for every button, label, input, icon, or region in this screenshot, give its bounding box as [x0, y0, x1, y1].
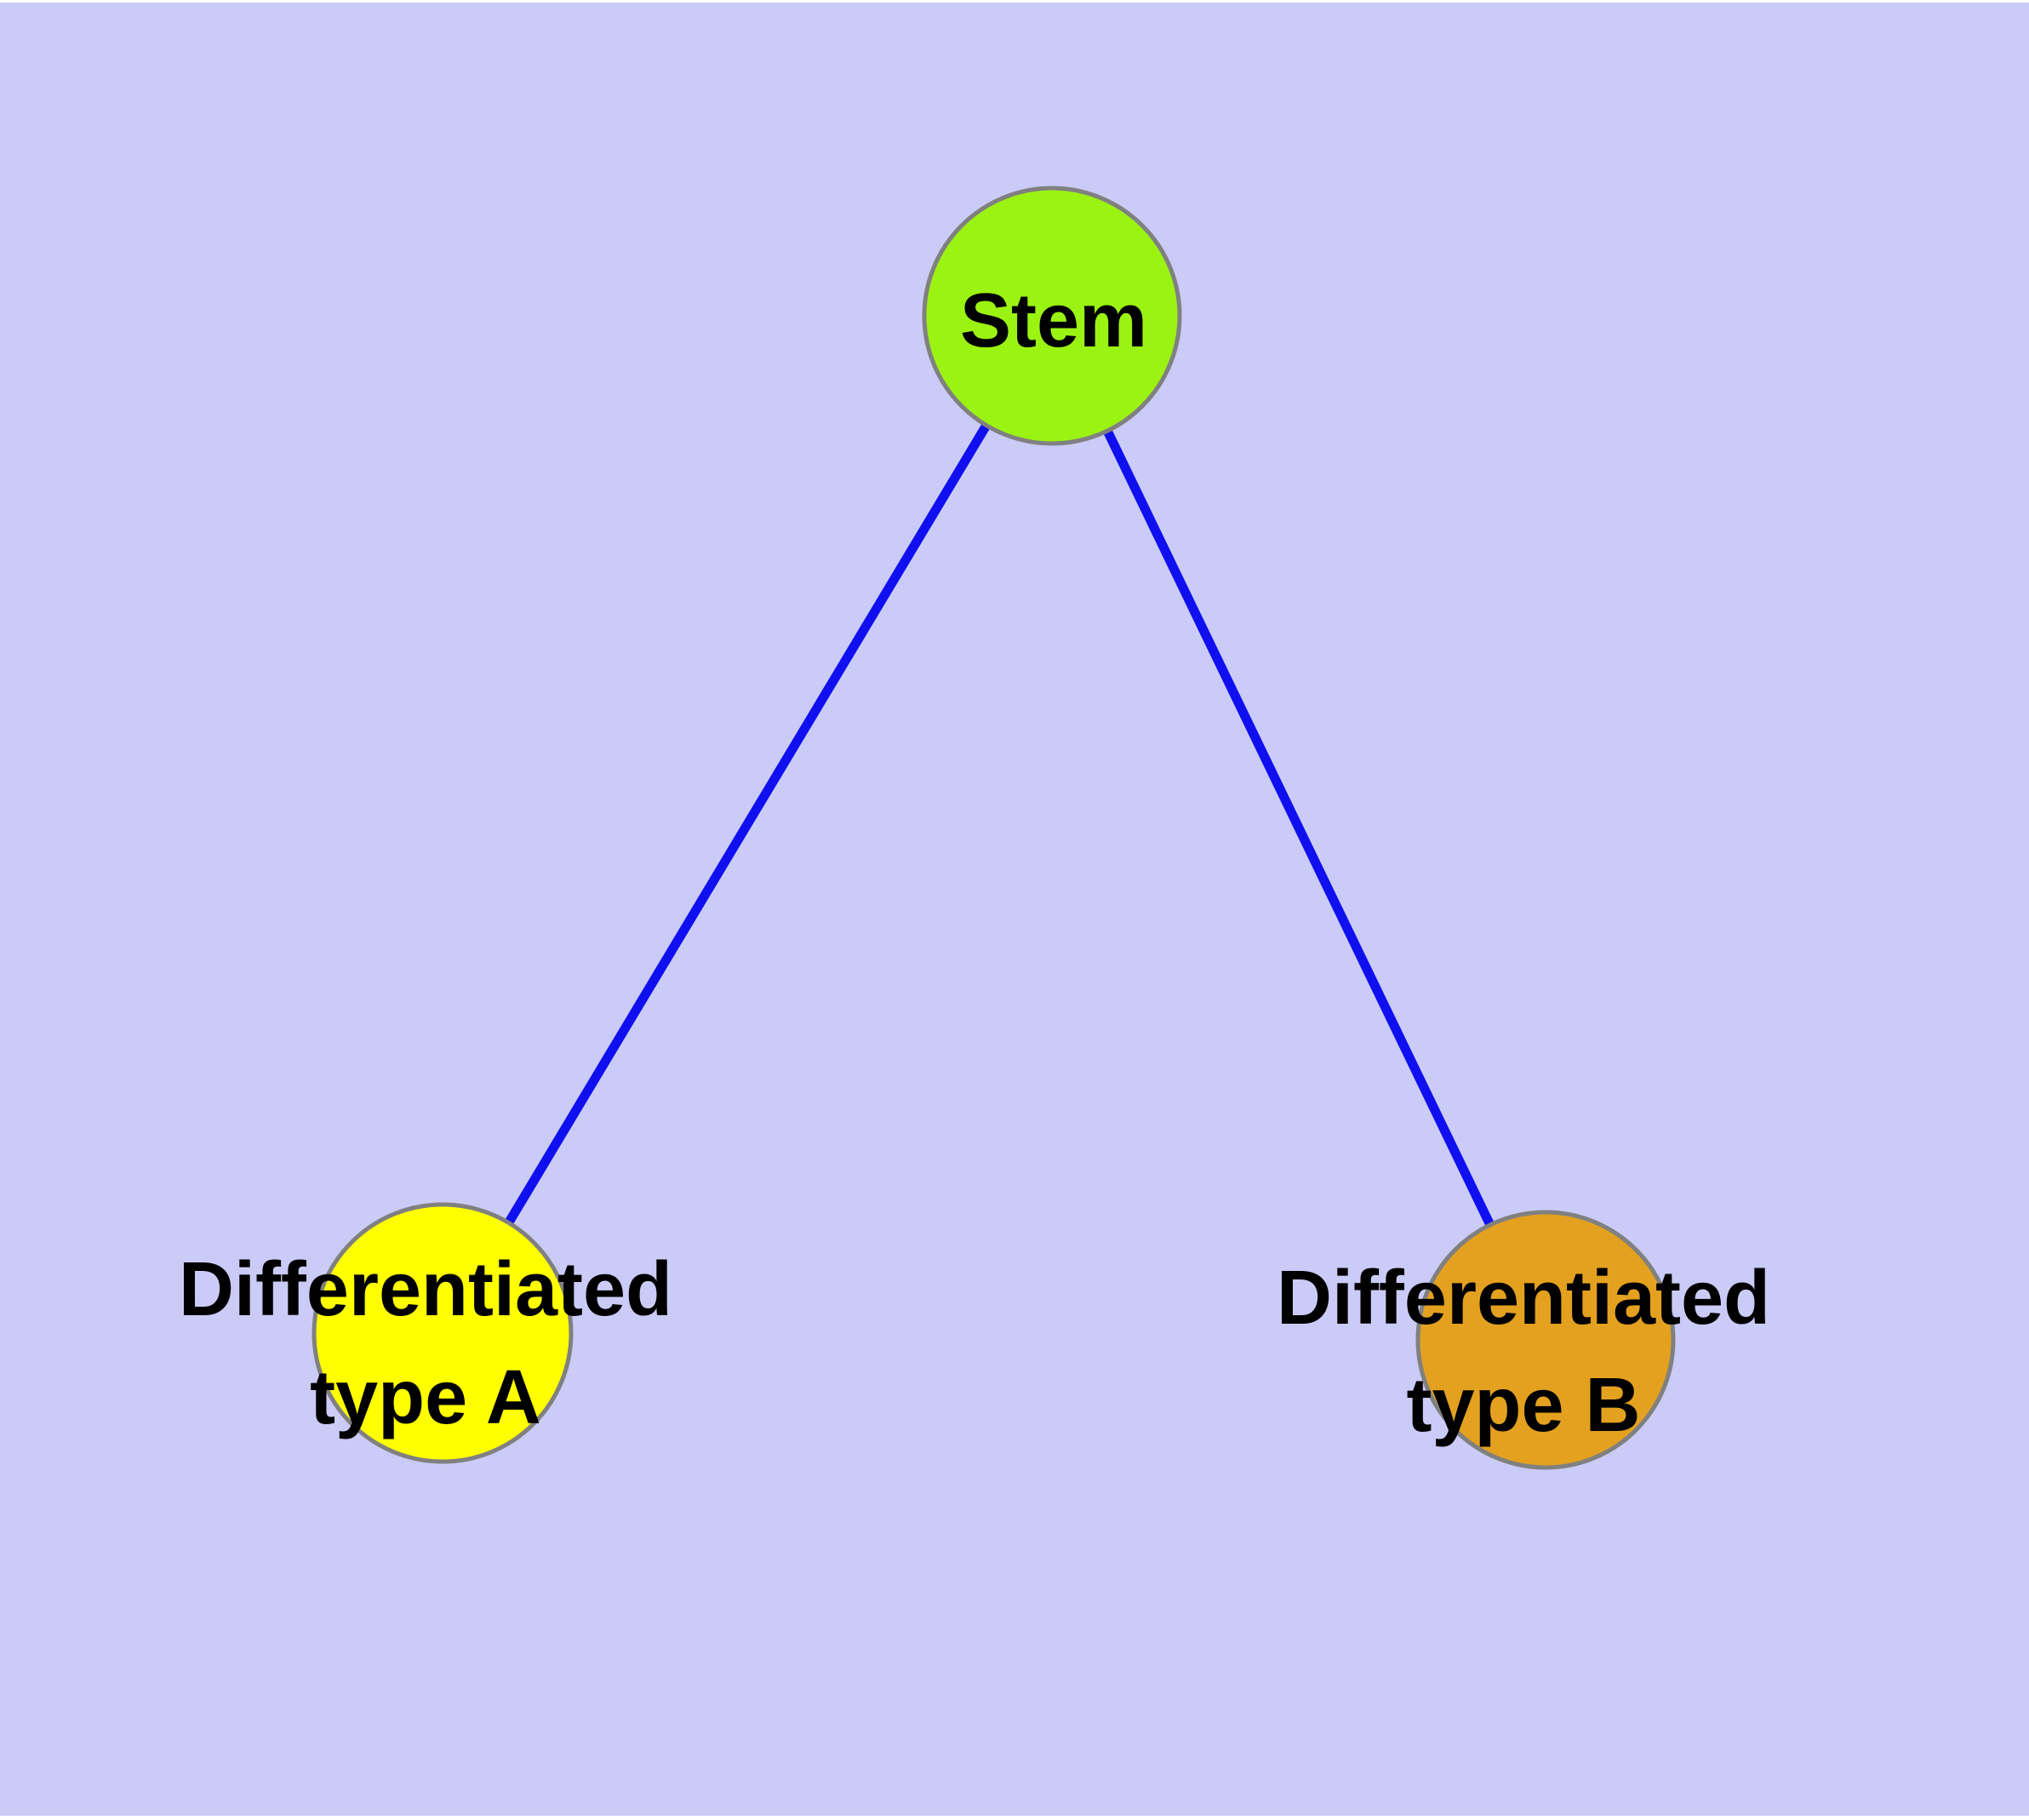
edge-stem-to-type-b — [1048, 313, 1550, 1342]
type-a-node — [311, 1202, 574, 1464]
type-b-node-label-line1: Differentiated — [1277, 1256, 1770, 1341]
type-b-node-label-line2: type B — [1406, 1363, 1640, 1448]
type-a-node-label-line1: Differentiated — [179, 1247, 672, 1332]
stem-node — [922, 186, 1182, 446]
type-b-node — [1415, 1210, 1676, 1470]
edge-stem-to-type-a — [438, 313, 1056, 1336]
stem-node-label: Stem — [960, 278, 1147, 363]
type-a-node-label-line2: type A — [310, 1355, 541, 1440]
